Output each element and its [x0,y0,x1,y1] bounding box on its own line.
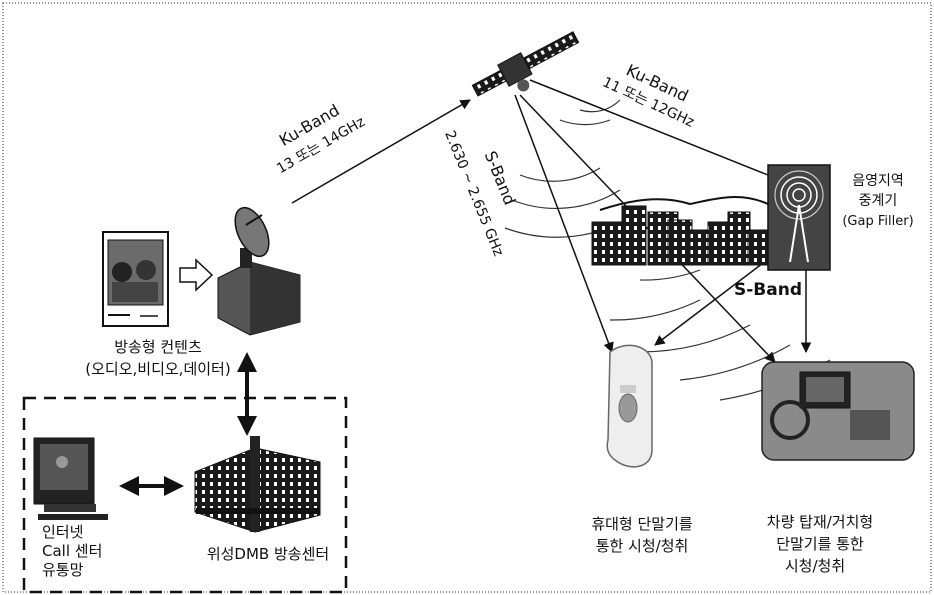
vehicle-label-line1: 차량 탑재/거치형 [767,513,873,531]
mobile-phone-icon [606,344,653,468]
vehicle-terminal-icon [761,361,915,461]
gap-filler-tower-icon [767,164,831,271]
internet-label-line1: 인터넷 [42,523,83,541]
contents-title: 방송형 컨텐츠 [114,338,202,356]
internet-label-line2: Call 센터 [42,542,102,560]
broadcast-center-label: 위성DMB 방송센터 [207,545,329,563]
vehicle-label-line3: 시청/청취 [785,557,845,575]
s-band-label: S-Band [481,148,520,207]
repeater-title-line1: 음영지역 [852,173,904,189]
content-flow-arrow [179,258,214,292]
computer-icon [33,437,108,520]
broadcast-center-building-icon [194,436,321,533]
broadcast-monitor-icon [102,231,169,327]
satellite-icon [471,31,580,97]
ground-network-box [22,396,348,594]
vehicle-label-line2: 단말기를 통한 [776,535,864,553]
radio-waves [504,99,831,401]
handheld-label-line1: 휴대형 단말기를 [591,515,693,533]
satellite-dish-station-icon [217,206,301,336]
handheld-label-line2: 통한 시청/청취 [596,537,689,555]
repeater-subtitle: (Gap Filler) [842,214,913,229]
repeater-s-band-label: S-Band [734,280,802,300]
contents-subtitle: (오디오,비디오,데이터) [85,360,230,378]
s-band-handheld-arrow [514,94,614,353]
ku-downlink-arrow [529,79,789,185]
internet-label-line3: 유통망 [42,561,84,579]
repeater-title-line2: 중계기 [859,193,898,209]
city-skyline-icon [591,196,771,266]
uplink-arrow [291,99,471,204]
